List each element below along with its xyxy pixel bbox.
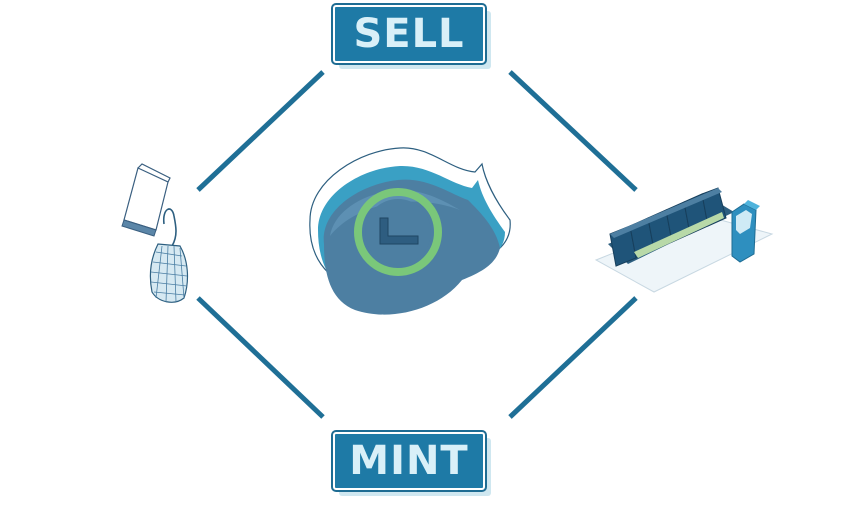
sorting-machine-icon xyxy=(594,187,774,293)
connector-bottom-left xyxy=(196,296,325,419)
sell-label-plate: SELL xyxy=(331,3,487,65)
shopping-bags-icon xyxy=(121,163,189,303)
connector-top-right xyxy=(508,70,638,192)
connector-top-left xyxy=(196,70,325,192)
sell-label-text: SELL xyxy=(353,11,465,57)
recycling-badge-icon xyxy=(309,147,511,315)
mint-label: MINT xyxy=(331,430,491,496)
sell-label: SELL xyxy=(331,3,491,69)
mint-label-plate: MINT xyxy=(331,430,487,492)
connector-bottom-right xyxy=(508,296,638,419)
mint-label-text: MINT xyxy=(349,438,469,484)
